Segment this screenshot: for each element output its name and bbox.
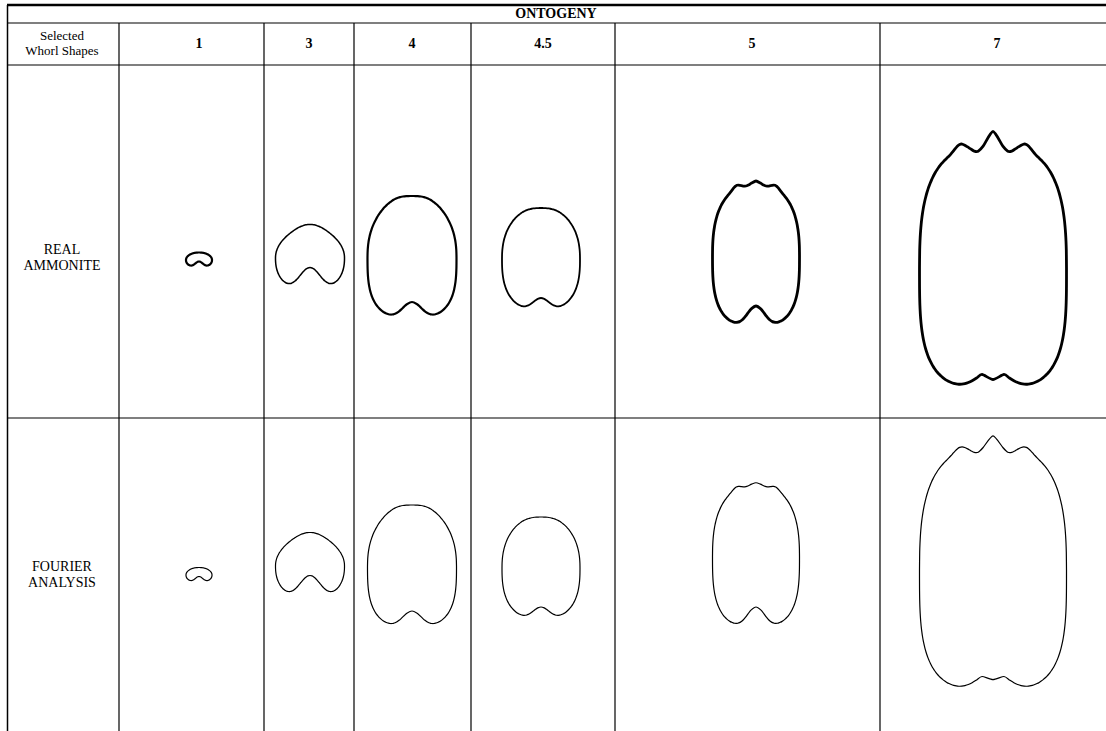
column-number: 7 [994, 36, 1001, 52]
column-number: 1 [196, 36, 203, 52]
row-label: FOURIER ANALYSIS [12, 559, 112, 591]
real-whorl-outline [712, 181, 799, 322]
column-rule [470, 23, 471, 731]
top-rule [7, 4, 1106, 7]
real-whorl-outline [502, 208, 580, 306]
column-heading: Selected Whorl Shapes [23, 29, 101, 59]
fourier-whorl-outline [367, 505, 456, 624]
fourier-whorl-outline [502, 517, 580, 615]
fourier-whorl-outline [919, 436, 1066, 686]
table-heading: ONTOGENY [515, 6, 596, 22]
column-number: 5 [749, 36, 756, 52]
column-number: 4.5 [534, 36, 552, 52]
column-rule [263, 23, 264, 731]
fourier-whorl-outline [186, 568, 212, 581]
row-label: REAL AMMONITE [12, 242, 112, 274]
whorl-shapes [186, 132, 1067, 687]
row-rule [7, 64, 1106, 65]
row-rule [7, 22, 1106, 23]
column-rule [879, 23, 880, 731]
column-rule [7, 5, 9, 731]
column-number: 4 [409, 36, 416, 52]
grid-lines [7, 5, 1106, 731]
real-whorl-outline [275, 225, 344, 284]
column-rule [614, 23, 615, 731]
fourier-whorl-outline [712, 483, 799, 624]
fourier-whorl-outline [275, 533, 344, 592]
real-whorl-outline [367, 196, 456, 315]
row-rule [7, 417, 1106, 418]
column-rule [118, 23, 119, 731]
column-number: 3 [306, 36, 313, 52]
real-whorl-outline [919, 132, 1066, 385]
column-rule [353, 23, 354, 731]
real-whorl-outline [186, 253, 212, 266]
